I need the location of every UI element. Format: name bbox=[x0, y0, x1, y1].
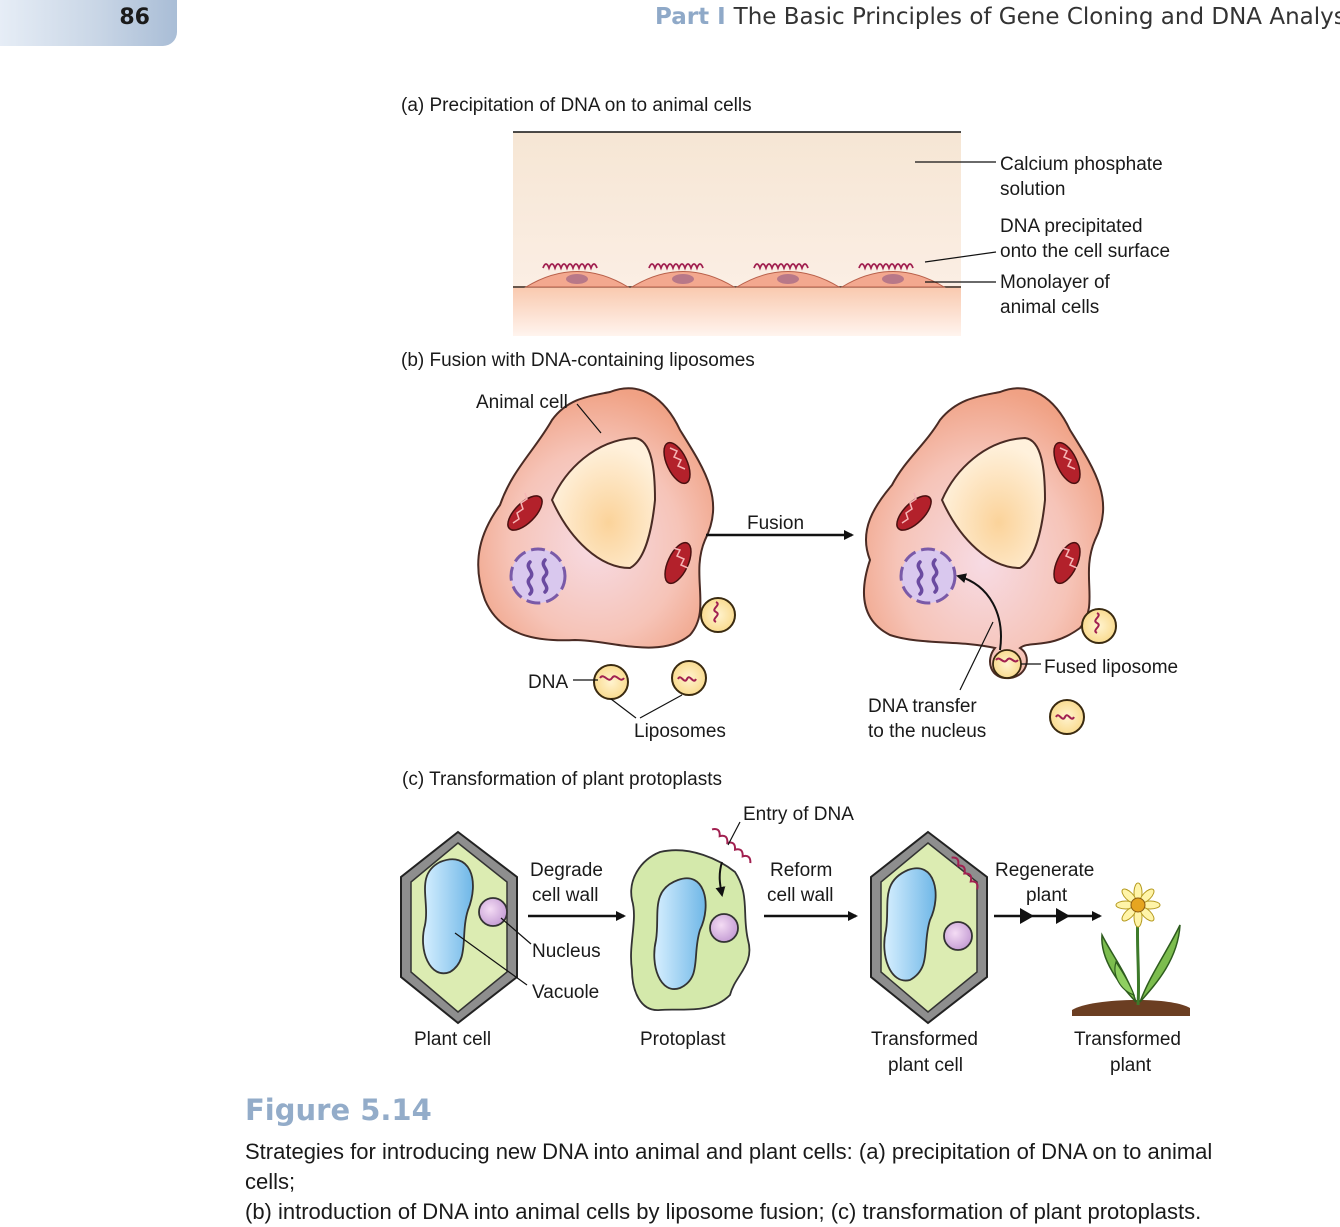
mitochondrion-icon bbox=[1053, 541, 1081, 585]
mitochondrion-icon bbox=[896, 492, 932, 531]
label-onto-cell-surface: onto the cell surface bbox=[1000, 241, 1170, 262]
label-animal-cell: Animal cell bbox=[476, 392, 568, 413]
label-dna-precipitated: DNA precipitated bbox=[1000, 216, 1143, 237]
figure-caption: Strategies for introducing new DNA into … bbox=[245, 1137, 1245, 1227]
transformed-plant-cell bbox=[870, 830, 988, 1025]
liposome bbox=[1081, 608, 1117, 644]
label-regenerate: Regenerate bbox=[995, 860, 1094, 881]
part-label: Part I bbox=[655, 4, 726, 30]
label-transformed-1: Transformed bbox=[871, 1029, 978, 1050]
animal-cell-after bbox=[863, 387, 1105, 680]
figure-title: Figure 5.14 bbox=[245, 1093, 432, 1127]
mitochondrion-icon bbox=[663, 441, 691, 485]
label-calcium-phosphate: Calcium phosphate bbox=[1000, 154, 1163, 175]
figure-illustration: (a) Precipitation of DNA on to animal ce… bbox=[400, 95, 1190, 1076]
animal-cell-before bbox=[477, 387, 715, 649]
label-nucleus: Nucleus bbox=[532, 941, 601, 962]
label-monolayer-of: Monolayer of bbox=[1000, 272, 1111, 293]
nucleus-with-chromosomes bbox=[509, 547, 567, 605]
label-fused-liposome: Fused liposome bbox=[1044, 657, 1178, 678]
panel-c-title: (c) Transformation of plant protoplasts bbox=[402, 769, 722, 790]
liposome bbox=[700, 597, 736, 633]
label-vacuole: Vacuole bbox=[532, 982, 599, 1003]
panel-a-title: (a) Precipitation of DNA on to animal ce… bbox=[401, 95, 752, 116]
mitochondrion-icon bbox=[507, 492, 543, 531]
panel-b-title: (b) Fusion with DNA-containing liposomes bbox=[401, 350, 755, 371]
label-degrade-cell-wall: cell wall bbox=[532, 885, 599, 906]
label-plant: plant bbox=[1110, 1055, 1152, 1076]
cell-monolayer bbox=[524, 263, 946, 288]
label-reform-cell-wall: cell wall bbox=[767, 885, 834, 906]
nucleus-with-chromosomes bbox=[899, 547, 957, 605]
label-plant-cell-2: plant cell bbox=[888, 1055, 963, 1076]
caption-line-1: Strategies for introducing new DNA into … bbox=[245, 1139, 1213, 1194]
liposome bbox=[593, 664, 629, 700]
label-dna-transfer: DNA transfer bbox=[868, 696, 977, 717]
label-plant-cell: Plant cell bbox=[414, 1029, 491, 1050]
page-number: 86 bbox=[119, 5, 150, 30]
petri-dish-cross-section bbox=[513, 131, 961, 336]
label-solution: solution bbox=[1000, 179, 1066, 200]
label-to-the-nucleus: to the nucleus bbox=[868, 721, 986, 742]
label-regenerate-plant: plant bbox=[1026, 885, 1068, 906]
plant-cell bbox=[400, 830, 518, 1025]
fused-liposome bbox=[992, 649, 1022, 679]
liposome bbox=[671, 660, 707, 696]
protoplast bbox=[630, 849, 751, 1011]
transformed-plant-icon bbox=[1072, 882, 1190, 1016]
label-liposomes: Liposomes bbox=[634, 721, 726, 742]
label-degrade: Degrade bbox=[530, 860, 603, 881]
label-entry-of-dna: Entry of DNA bbox=[743, 804, 854, 825]
label-reform: Reform bbox=[770, 860, 832, 881]
book-section-title: The Basic Principles of Gene Cloning and… bbox=[733, 4, 1340, 30]
page-tab bbox=[0, 0, 177, 46]
mitochondrion-icon bbox=[1053, 441, 1081, 485]
liposome bbox=[1049, 699, 1085, 735]
label-transformed-2: Transformed bbox=[1074, 1029, 1181, 1050]
mitochondrion-icon bbox=[664, 541, 692, 585]
label-fusion: Fusion bbox=[747, 513, 804, 534]
running-head: Part I The Basic Principles of Gene Cloni… bbox=[655, 4, 1340, 30]
label-animal-cells: animal cells bbox=[1000, 297, 1099, 318]
caption-line-2: (b) introduction of DNA into animal cell… bbox=[245, 1199, 1202, 1224]
label-dna: DNA bbox=[528, 672, 568, 693]
label-protoplast: Protoplast bbox=[640, 1029, 726, 1050]
regenerate-arrows bbox=[994, 908, 1102, 924]
